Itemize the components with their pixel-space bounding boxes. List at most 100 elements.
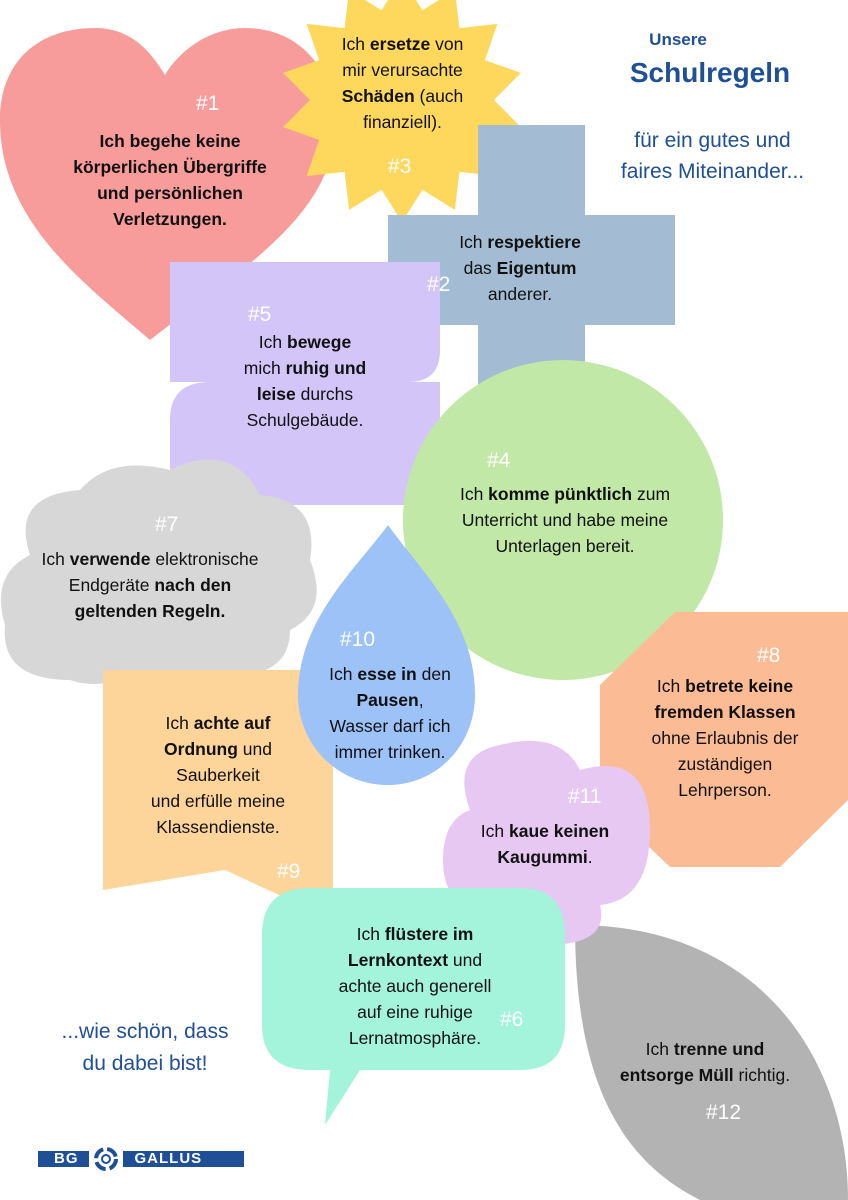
rule-text: Ich — [480, 821, 509, 841]
rule-text: (auch — [414, 86, 464, 106]
rule-line: Ich bewege — [205, 329, 405, 355]
speech-bubble-shape — [262, 888, 565, 1125]
rule-line: und persönlichen — [20, 180, 320, 206]
rule-text-bold: flüstere im — [384, 924, 474, 944]
school-logo: BG GALLUS — [38, 1147, 244, 1171]
rule-line: auf eine ruhige — [300, 999, 530, 1025]
rule-text-bold: Pausen — [356, 690, 419, 710]
rule-line: Wasser darf ich — [310, 713, 470, 739]
rule-text: und erfülle meine — [150, 791, 286, 811]
rule-text-bold: entsorge Müll — [619, 1065, 734, 1085]
rule-8-number: #8 — [757, 644, 781, 667]
page-title: Schulregeln — [629, 57, 791, 88]
rule-text-bold: respektiere — [487, 232, 581, 252]
rule-line: entsorge Müll richtig. — [590, 1062, 820, 1088]
rule-text-bold: ruhig und — [285, 358, 367, 378]
rule-line: Verletzungen. — [20, 206, 320, 232]
logo-text-left: BG — [52, 1150, 81, 1167]
rule-text-bold: körperlichen Übergriffe — [73, 157, 267, 177]
rule-text: . — [587, 847, 593, 867]
rule-text-bold: komme pünktlich — [488, 484, 633, 504]
rule-line: Ordnung und — [118, 736, 318, 762]
rule-text-bold: nach den — [154, 575, 232, 595]
rule-line: mir verursachte — [300, 57, 505, 83]
rule-6-number: #6 — [500, 1008, 524, 1031]
rule-line: Ich respektiere — [420, 229, 620, 255]
rule-text-bold: Kaugummi — [497, 847, 588, 867]
rule-text: zuständigen — [677, 754, 773, 774]
rule-line: Unterricht und habe meine — [410, 507, 720, 533]
rule-5-number: #5 — [248, 303, 272, 326]
rule-7-number: #7 — [155, 513, 179, 536]
rule-line: Ich esse in den — [310, 661, 470, 687]
rule-text: Endgeräte — [68, 575, 155, 595]
rule-text: Ich — [329, 664, 358, 684]
rule-2-number: #2 — [427, 273, 451, 296]
rule-text-bold: geltenden Regeln. — [74, 601, 226, 621]
rule-line: geltenden Regeln. — [5, 598, 295, 624]
banner-shape — [103, 670, 333, 920]
rule-10-number: #10 — [340, 628, 376, 651]
rule-text-bold: fremden Klassen — [654, 702, 796, 722]
rule-text-bold: Eigentum — [496, 258, 577, 278]
rule-text: mich — [243, 358, 286, 378]
rule-11-number: #11 — [568, 785, 602, 808]
rule-text: immer trinken. — [334, 742, 446, 762]
rule-line: ohne Erlaubnis der — [605, 725, 845, 751]
rule-text: mir verursachte — [342, 60, 463, 80]
rule-line: zuständigen — [605, 751, 845, 777]
rule-text-bold: leise — [256, 384, 296, 404]
rule-text: Sauberkeit — [176, 765, 260, 785]
rule-line: fremden Klassen — [605, 699, 845, 725]
rule-text: anderer. — [487, 284, 553, 304]
rule-9-number: #9 — [277, 860, 301, 883]
rule-text-bold: und persönlichen — [97, 183, 243, 203]
rule-1-text: Ich begehe keine körperlichen Übergriffe u… — [20, 128, 320, 232]
rule-line: und erfülle meine — [118, 788, 318, 814]
octagon-shape — [600, 612, 848, 867]
rule-text-bold: esse in — [357, 664, 417, 684]
rule-text: Wasser darf ich — [329, 716, 451, 736]
rule-text-bold: Lernkontext — [347, 950, 449, 970]
rule-text: Unterlagen bereit. — [495, 536, 635, 556]
rule-line: Ich trenne und — [590, 1036, 820, 1062]
leaf-shape — [575, 925, 848, 1200]
circle-shape — [403, 360, 723, 680]
rule-line: anderer. — [420, 281, 620, 307]
rule-line: Ich begehe keine — [20, 128, 320, 154]
rule-text: finanziell). — [363, 112, 442, 132]
rule-text-bold: kaue keinen — [509, 821, 610, 841]
rule-text: Ich — [645, 1039, 674, 1059]
rule-line: Schäden (auch — [300, 83, 505, 109]
rule-text-bold: verwende — [69, 549, 151, 569]
closing-line: ...wie schön, dass — [61, 1020, 229, 1043]
rule-line: immer trinken. — [310, 739, 470, 765]
rule-text-bold: betrete keine — [685, 676, 794, 696]
subtitle-line: faires Miteinander... — [620, 160, 805, 183]
rule-text: Ich — [165, 713, 194, 733]
rule-text-bold: Ordnung — [164, 739, 238, 759]
rule-line: das Eigentum — [420, 255, 620, 281]
rule-text: Lehrperson. — [678, 780, 772, 800]
rule-text: Unterricht und habe meine — [461, 510, 669, 530]
rule-text: Lernatmosphäre. — [348, 1028, 482, 1048]
rule-line: Unterlagen bereit. — [410, 533, 720, 559]
rule-line: Klassendienste. — [118, 814, 318, 840]
rule-text: auf eine ruhige — [357, 1002, 473, 1022]
rule-line: Ich achte auf — [118, 710, 318, 736]
logo-swirl-icon — [93, 1147, 118, 1171]
closing-text: ...wie schön, dass du dabei bist! — [20, 1016, 270, 1080]
rule-line: Ich verwende elektronische — [5, 546, 295, 572]
rule-line: Ich komme pünktlich zum — [410, 481, 720, 507]
rule-12-number: #12 — [706, 1101, 742, 1124]
rule-text: Ich — [459, 232, 488, 252]
